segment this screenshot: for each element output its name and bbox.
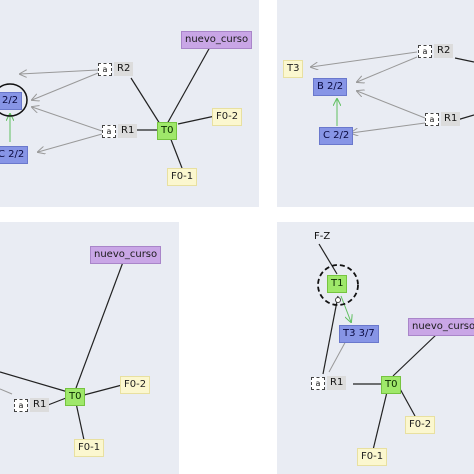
edge-t1-t3 [340, 295, 351, 322]
edge-t1-r1 [322, 295, 339, 375]
edge-r1-t0 [47, 397, 67, 406]
edge-fz-t1 [318, 243, 338, 275]
node-t0[interactable]: T0 [381, 376, 402, 394]
edge-r2-top [20, 69, 99, 74]
node-nuevo-curso[interactable]: nuevo_curso [181, 31, 253, 49]
node-t3[interactable]: T3 [283, 60, 304, 78]
a-icon: a [14, 398, 28, 412]
node-nuevo-curso[interactable]: nuevo_curso [408, 318, 474, 336]
node-c[interactable]: C 2/2 [0, 146, 29, 164]
node-t0[interactable]: T0 [157, 122, 178, 140]
edge-t0-fo1 [372, 391, 388, 451]
node-b[interactable]: B 2/2 [313, 78, 348, 96]
node-r2-label: R2 [434, 44, 454, 58]
edge-nuevo-t0 [166, 46, 211, 125]
node-r1-label: R1 [30, 398, 50, 412]
node-nuevo-curso[interactable]: nuevo_curso [90, 246, 162, 264]
a-icon: a [98, 62, 112, 76]
edge-r1-c [351, 122, 426, 133]
node-fo2[interactable]: F0-2 [405, 416, 436, 434]
a-icon: a [418, 44, 432, 58]
edge-left-t0 [0, 371, 69, 393]
node-t1[interactable]: T1 [327, 275, 348, 293]
edge-left-r1 [0, 388, 13, 395]
edge-t0-fo1 [75, 402, 85, 441]
node-r1[interactable]: a R1 [102, 124, 138, 138]
edge-nuevo-t0 [75, 253, 127, 389]
node-c[interactable]: C 2/2 [319, 127, 354, 145]
edge-r1-b [357, 91, 426, 119]
edges-top-right [277, 51, 474, 207]
node-r1-label: R1 [441, 112, 461, 126]
node-fo1[interactable]: F0-1 [357, 448, 388, 466]
edges-bottom-left [0, 253, 127, 441]
node-r1-label: R1 [327, 376, 347, 390]
edge-r2-t3 [311, 51, 418, 67]
panel-top-left: nuevo_curso a R2 2/2 a R1 T0 F0-2 C 2/2 … [0, 0, 259, 207]
node-fo2[interactable]: F0-2 [120, 376, 151, 394]
node-r2[interactable]: a R2 [98, 62, 134, 76]
panel-bottom-left: nuevo_curso a R1 T0 F0-2 F0-1 [0, 222, 179, 474]
node-fz[interactable]: F-Z [314, 231, 331, 242]
panel-bottom-right: F-Z T1 T3 3/7 nuevo_curso a R1 T0 F0-2 F… [277, 222, 474, 474]
panel-top-right: T3 a R2 B 2/2 a R1 C 2/2 [277, 0, 474, 207]
node-r1-label: R1 [118, 124, 138, 138]
edge-r1-c [38, 133, 103, 152]
edges-top-left [0, 46, 216, 169]
edge-r2-b [32, 72, 99, 100]
edge-t3-r1 [328, 338, 348, 373]
node-b[interactable]: 2/2 [0, 92, 23, 110]
edge-t0-fo2 [83, 384, 123, 396]
node-fo1[interactable]: F0-1 [74, 439, 105, 457]
node-fo2[interactable]: F0-2 [212, 108, 243, 126]
edge-t0-fo1 [169, 136, 183, 169]
node-r1[interactable]: a R1 [14, 398, 50, 412]
node-r2-label: R2 [114, 62, 134, 76]
node-t3[interactable]: T3 3/7 [339, 325, 379, 343]
node-r2[interactable]: a R2 [418, 44, 454, 58]
highlight-dashed-circle [317, 264, 359, 306]
edges-bottom-right [317, 243, 438, 451]
edge-t0-fo2 [398, 386, 416, 417]
highlight-circle [0, 83, 28, 117]
edge-r2-b [357, 56, 418, 82]
node-r1[interactable]: a R1 [311, 376, 347, 390]
a-icon: a [311, 376, 325, 390]
node-t0[interactable]: T0 [65, 388, 86, 406]
node-fo1[interactable]: F0-1 [167, 168, 198, 186]
edge-t0-fo2 [177, 115, 216, 125]
node-r1[interactable]: a R1 [425, 112, 461, 126]
port-circle [335, 297, 341, 303]
edge-r2-t0 [130, 77, 161, 125]
edge-nuevo-t0 [392, 333, 438, 377]
a-icon: a [102, 124, 116, 138]
a-icon: a [425, 112, 439, 126]
edge-r2-off [454, 57, 474, 63]
edge-r1-b [32, 107, 103, 132]
